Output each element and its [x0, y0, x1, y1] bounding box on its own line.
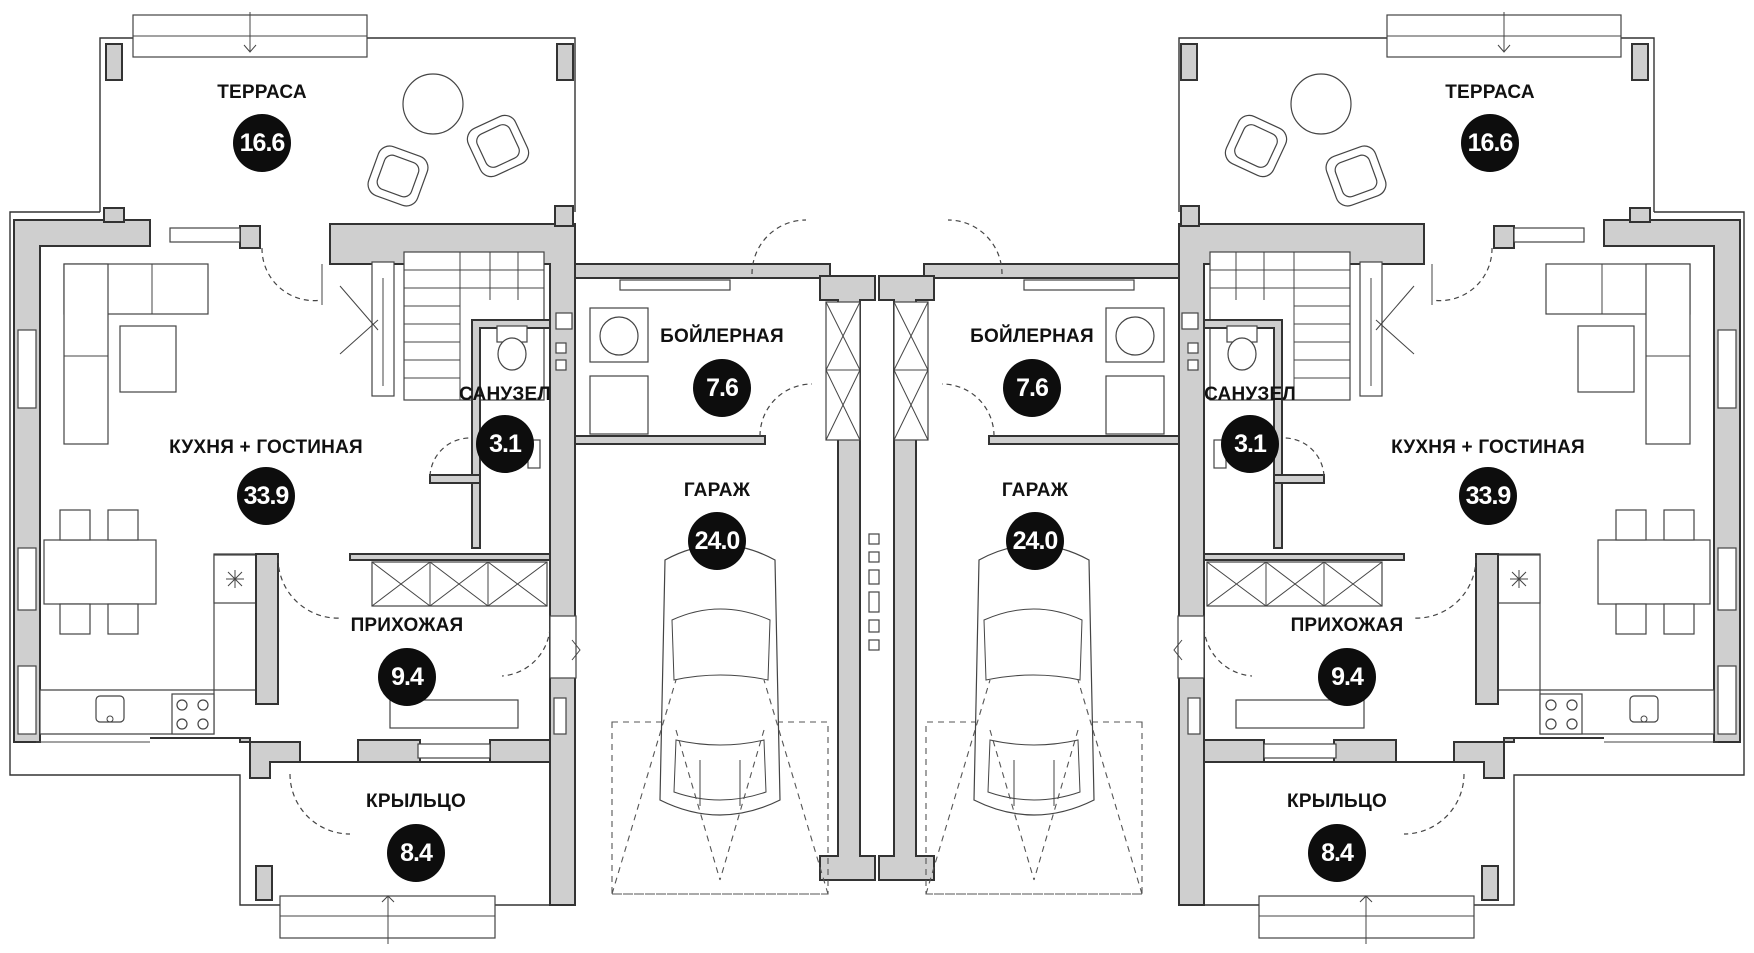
- window: [619, 279, 731, 291]
- left-unit-plan: [9, 12, 876, 944]
- area-badge-boiler-right: [1003, 359, 1061, 417]
- door-swing: [289, 773, 351, 835]
- window: [17, 329, 37, 409]
- room-label-boiler-left: БОЙЛЕРНАЯ: [660, 325, 784, 347]
- party-wall-shafts: [868, 533, 880, 651]
- room-label-hall-left: ПРИХОЖАЯ: [351, 615, 464, 636]
- window: [169, 227, 241, 243]
- fridge-icon: [226, 570, 244, 588]
- area-value-living-left: 33.9: [244, 482, 289, 510]
- area-value-wc-right: 3.1: [1234, 430, 1267, 458]
- wall-pier: [239, 225, 261, 249]
- bathroom-wall: [429, 474, 481, 484]
- room-label-hall-right: ПРИХОЖАЯ: [1291, 615, 1404, 636]
- kitchen-sink: [95, 695, 125, 723]
- area-badge-boiler-left: [693, 359, 751, 417]
- door-swing: [277, 557, 343, 619]
- area-value-garage-left: 24.0: [695, 527, 740, 555]
- terrace-post: [105, 43, 123, 81]
- area-badge-terrace-left: [233, 114, 291, 172]
- area-badge-hall-right: [1318, 648, 1376, 706]
- garage-door-opening: [611, 721, 829, 895]
- toilet-bowl: [497, 337, 527, 371]
- area-badge-garage-right: [1006, 512, 1064, 570]
- area-badge-wc-left: [476, 415, 534, 473]
- shaft: [555, 312, 573, 330]
- dining-table: [43, 539, 157, 605]
- room-label-wc-right: САНУЗЕЛ: [1204, 384, 1296, 405]
- area-value-garage-right: 24.0: [1013, 527, 1058, 555]
- room-label-living-right: КУХНЯ + ГОСТИНАЯ: [1391, 437, 1585, 458]
- door-swing: [751, 219, 807, 275]
- area-value-porch-right: 8.4: [1321, 839, 1354, 867]
- terrace-chair: [367, 145, 429, 207]
- room-label-living-left: КУХНЯ + ГОСТИНАЯ: [169, 437, 363, 458]
- area-badge-garage-left: [688, 512, 746, 570]
- stair-steps: [404, 252, 544, 400]
- door-frame: [553, 697, 567, 735]
- terrace-chair: [466, 114, 530, 178]
- room-label-terrace-left: ТЕРРАСА: [217, 82, 307, 103]
- door-swing: [501, 627, 551, 677]
- bathroom-wall: [471, 319, 551, 549]
- window: [17, 665, 37, 735]
- area-badge-hall-left: [378, 648, 436, 706]
- door-frame: [549, 615, 577, 679]
- room-label-porch-left: КРЫЛЬЦО: [366, 791, 466, 812]
- room-label-terrace-right: ТЕРРАСА: [1445, 82, 1535, 103]
- dining-chair: [59, 603, 91, 635]
- area-value-boiler-left: 7.6: [706, 374, 738, 402]
- area-value-terrace-right: 16.6: [1468, 129, 1513, 157]
- car: [611, 544, 829, 895]
- exterior-wall: [103, 207, 125, 223]
- porch-post: [255, 865, 273, 901]
- dining-chair: [59, 509, 91, 541]
- terrace-post: [556, 43, 574, 81]
- area-value-porch-left: 8.4: [400, 839, 433, 867]
- door-swing: [759, 383, 813, 437]
- garage-cabinet: [825, 301, 861, 441]
- exterior-wall: [150, 737, 551, 779]
- sofa: [63, 263, 109, 445]
- interior-wall: [349, 553, 551, 561]
- area-badge-porch-left: [387, 824, 445, 882]
- coffee-table: [119, 325, 177, 393]
- room-label-garage-right: ГАРАЖ: [1002, 480, 1069, 501]
- boiler-icon: [599, 316, 639, 356]
- shaft: [555, 342, 567, 354]
- area-value-living-right: 33.9: [1466, 482, 1511, 510]
- area-value-terrace-left: 16.6: [240, 129, 285, 157]
- dining-chair: [107, 509, 139, 541]
- door-swing: [261, 247, 323, 302]
- exterior-wall: [554, 205, 574, 227]
- area-badge-living-right: [1459, 467, 1517, 525]
- area-badge-wc-right: [1221, 415, 1279, 473]
- boiler-tank: [589, 375, 649, 435]
- shaft: [555, 359, 567, 371]
- room-label-wc-left: САНУЗЕЛ: [459, 384, 551, 405]
- area-value-boiler-right: 7.6: [1016, 374, 1048, 402]
- window: [417, 743, 491, 759]
- area-value-wc-left: 3.1: [489, 430, 522, 458]
- area-value-hall-left: 9.4: [391, 663, 424, 691]
- dining-chair: [107, 603, 139, 635]
- area-badge-living-left: [237, 467, 295, 525]
- area-badge-terrace-right: [1461, 114, 1519, 172]
- boiler-wall: [574, 263, 831, 279]
- window: [17, 547, 37, 611]
- interior-wall: [255, 553, 279, 705]
- boiler-wall: [574, 435, 766, 445]
- garage-wall: [819, 275, 876, 881]
- room-label-boiler-right: БОЙЛЕРНАЯ: [970, 325, 1094, 347]
- area-value-hall-right: 9.4: [1331, 663, 1364, 691]
- area-badge-porch-right: [1308, 824, 1366, 882]
- terrace-table: [402, 73, 464, 135]
- room-label-garage-left: ГАРАЖ: [684, 480, 751, 501]
- room-label-porch-right: КРЫЛЬЦО: [1287, 791, 1387, 812]
